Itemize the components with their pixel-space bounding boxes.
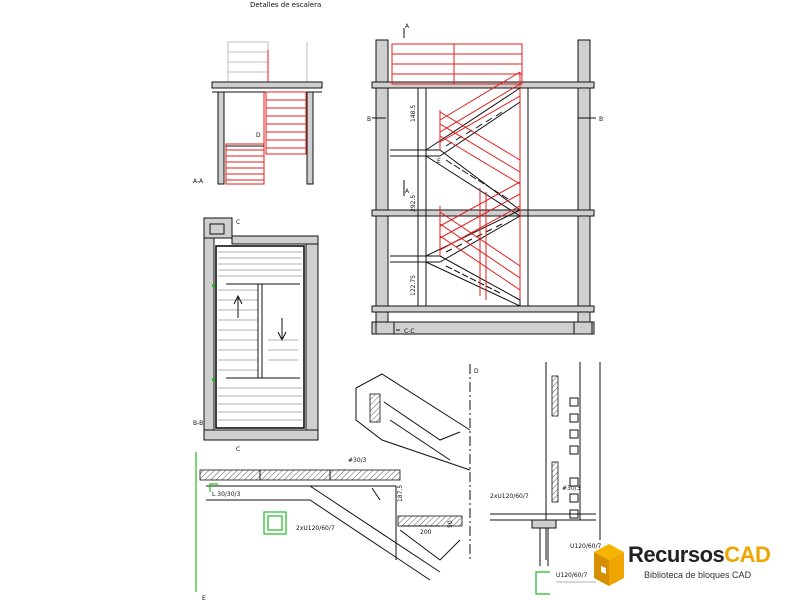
marker-c-top: C — [236, 219, 240, 226]
recursoscad-logo: RecursosCAD Biblioteca de bloques CAD — [592, 538, 798, 594]
label-section-a-a: A-A — [193, 178, 204, 185]
section-a-a: D A-A — [193, 41, 323, 185]
marker-a-mid: A — [405, 188, 410, 195]
cube-logo-icon — [594, 544, 624, 586]
annotation-u120-b: U120/60/7 — [556, 572, 588, 579]
section-c-c: A — [367, 23, 603, 335]
detail-right: 2xU120/60/7 #30/3 U120/60/7 U120/60/7 — [490, 362, 602, 595]
annotation-l-30-30-3: L 30/30/3 — [212, 491, 241, 498]
label-section-c-c: C-C — [404, 328, 415, 335]
annotation-200: 200 — [420, 529, 432, 536]
logo-brand-main: Recursos — [628, 542, 725, 567]
detail-d: D #30/3 L 30/30/3 187.5 2xU120/60/7 200 … — [195, 364, 479, 600]
marker-a-top: A — [405, 23, 410, 30]
marker-b-left: B — [367, 116, 371, 123]
drawing-title: Detalles de escalera — [250, 1, 321, 9]
annotation-u120-a: U120/60/7 — [570, 543, 602, 550]
logo-brand: RecursosCAD — [628, 542, 771, 568]
annotation-30-3: #30/3 — [348, 457, 367, 464]
annotation-2xu120-a: 2xU120/60/7 — [296, 525, 335, 532]
plan-b-b: C C B-B — [193, 217, 319, 453]
annotation-187-5: 187.5 — [397, 485, 404, 502]
annotation-30-3-b: #30/3 — [562, 485, 581, 492]
logo-brand-accent: CAD — [724, 542, 771, 567]
annotation-2xu120-b: 2xU120/60/7 — [490, 493, 529, 500]
annotation-50: 50 — [447, 520, 454, 528]
logo-tagline: Biblioteca de bloques CAD — [644, 570, 752, 580]
plan-treads — [218, 251, 302, 421]
marker-d-aa: D — [256, 132, 261, 139]
dim-148-5: 148.5 — [410, 105, 417, 122]
dim-122-75: 122.75 — [410, 275, 417, 296]
dim-292-5: 292.5 — [410, 195, 417, 212]
marker-e-detail: E — [202, 595, 206, 600]
handrails-red — [391, 43, 523, 300]
marker-b-right: B — [599, 116, 603, 123]
marker-e-elev: E — [437, 158, 441, 165]
marker-d-detail: D — [474, 368, 479, 375]
marker-c-bottom: C — [236, 446, 240, 453]
label-section-b-b: B-B — [193, 420, 203, 427]
